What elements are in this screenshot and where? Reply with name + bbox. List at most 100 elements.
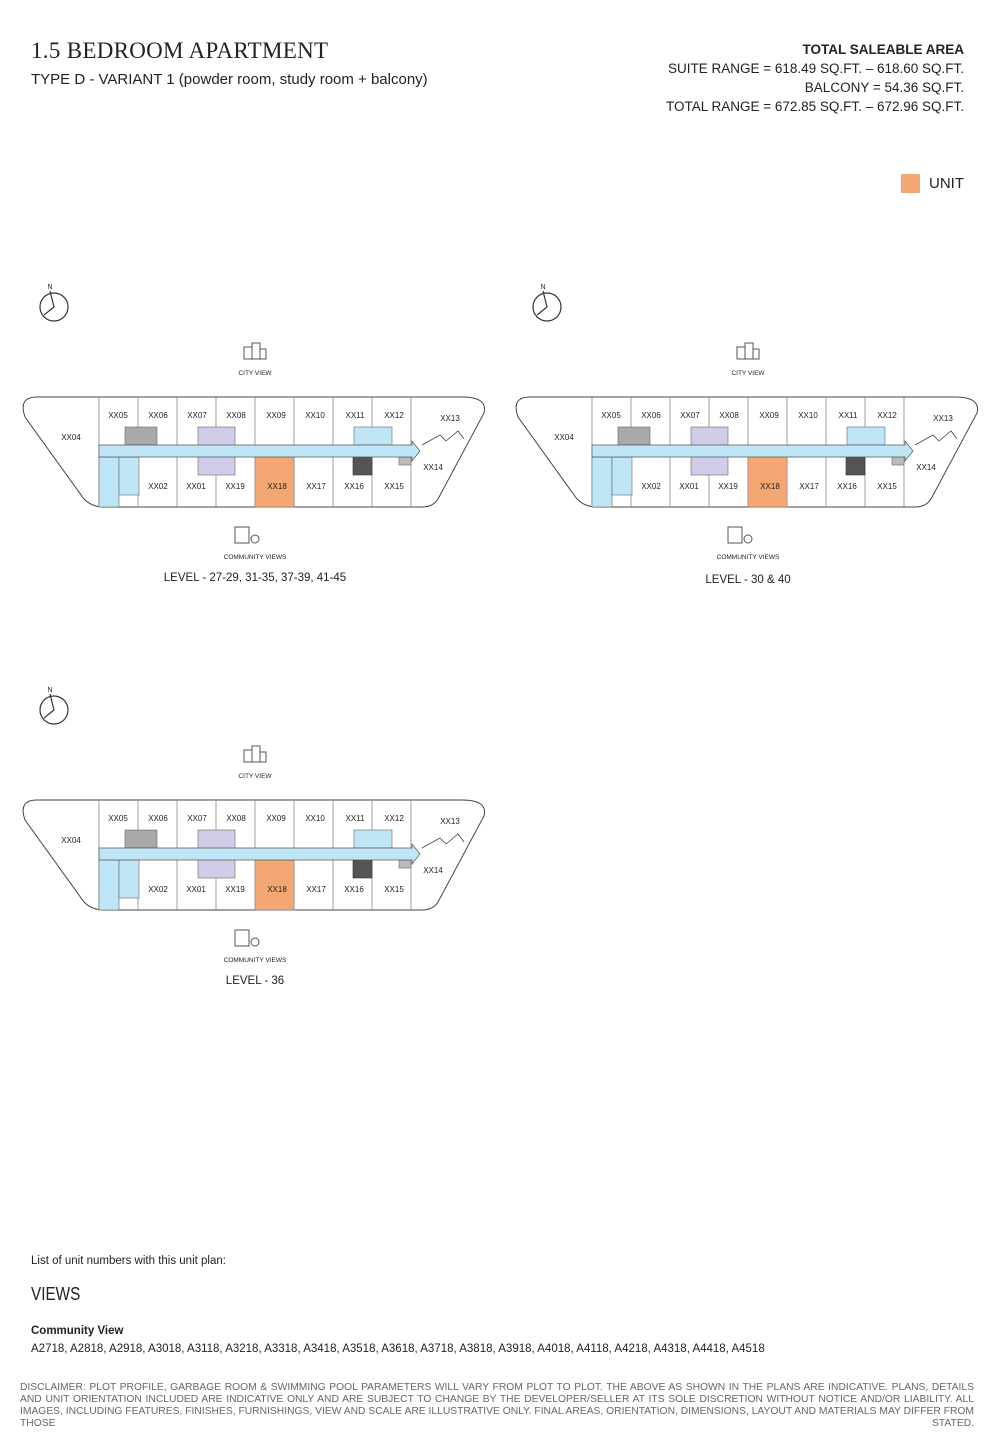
- balcony-area: BALCONY = 54.36 SQ.FT.: [804, 80, 964, 95]
- unit-label: XX15: [877, 482, 897, 491]
- unit-label: XX05: [108, 814, 128, 823]
- tree: [250, 534, 260, 544]
- compass-needle: [43, 693, 55, 719]
- north-label: N: [47, 284, 52, 291]
- building: [234, 929, 250, 947]
- level-label: LEVEL - 30 & 40: [705, 574, 791, 586]
- unit-label: XX01: [679, 482, 699, 491]
- building: [727, 526, 743, 544]
- building: [234, 526, 250, 544]
- unit-label: XX02: [641, 482, 661, 491]
- highlighted-unit: [254, 859, 295, 911]
- unit-label: XX09: [759, 411, 779, 420]
- lift-lobby: [846, 426, 886, 446]
- unit-label: XX12: [384, 411, 404, 420]
- city-view-label: CITY VIEW: [731, 370, 765, 377]
- north-label: N: [47, 687, 52, 694]
- level-label: LEVEL - 27-29, 31-35, 37-39, 41-45: [163, 572, 347, 584]
- shaft: [398, 859, 412, 869]
- stair-core: [591, 456, 613, 508]
- unit-label: XX16: [344, 885, 364, 894]
- balcony-edge: [421, 430, 465, 446]
- community-view-label: COMMUNITY VIEWS: [224, 957, 287, 964]
- unit-label: XX14: [423, 463, 443, 472]
- community-view-label: COMMUNITY VIEWS: [717, 554, 780, 561]
- compass-icon: N: [39, 284, 69, 322]
- city-icon: [243, 745, 267, 763]
- shaft: [398, 456, 412, 466]
- highlighted-unit: [747, 456, 788, 508]
- unit-label: XX14: [423, 866, 443, 875]
- unit-label: XX12: [877, 411, 897, 420]
- legend-label: UNIT: [929, 175, 964, 192]
- service-room: [617, 426, 651, 446]
- unit-label: XX10: [305, 411, 325, 420]
- unit-label: XX06: [148, 411, 168, 420]
- building: [744, 342, 754, 360]
- suite-range: SUITE RANGE = 618.49 SQ.FT. – 618.60 SQ.…: [668, 61, 964, 76]
- unit-label: XX18: [760, 482, 780, 491]
- building: [736, 346, 746, 360]
- building: [259, 751, 267, 763]
- unit-list-label: List of unit numbers with this unit plan…: [31, 1255, 226, 1267]
- page-title: 1.5 BEDROOM APARTMENT: [31, 38, 329, 63]
- building: [243, 346, 253, 360]
- compass-needle: [536, 290, 548, 316]
- garbage-room: [845, 456, 866, 476]
- compass-icon: N: [39, 687, 69, 725]
- compass-circle: [532, 292, 562, 322]
- north-label: N: [540, 284, 545, 291]
- unit-label: XX04: [554, 433, 574, 442]
- unit-label: XX17: [306, 482, 326, 491]
- tree: [250, 937, 260, 947]
- unit-label: XX08: [719, 411, 739, 420]
- compass-icon: N: [532, 284, 562, 322]
- page-subtitle: TYPE D - VARIANT 1 (powder room, study r…: [31, 71, 428, 88]
- unit-label: XX02: [148, 482, 168, 491]
- unit-label: XX09: [266, 814, 286, 823]
- city-view-label: CITY VIEW: [238, 773, 272, 780]
- garbage-room: [352, 859, 373, 879]
- unit-label: XX01: [186, 482, 206, 491]
- unit-label: XX19: [225, 482, 245, 491]
- unit-label: XX16: [837, 482, 857, 491]
- city-view-label: CITY VIEW: [238, 370, 272, 377]
- community-icon: [727, 526, 753, 544]
- unit-label: XX08: [226, 411, 246, 420]
- shaft: [891, 456, 905, 466]
- unit-label: XX18: [267, 482, 287, 491]
- unit-label: XX10: [798, 411, 818, 420]
- unit-numbers: A2718, A2818, A2918, A3018, A3118, A3218…: [31, 1343, 765, 1355]
- unit-label: XX04: [61, 433, 81, 442]
- corridor: [591, 440, 914, 462]
- unit-label: XX01: [186, 885, 206, 894]
- corridor: [98, 843, 421, 865]
- service-room: [124, 829, 158, 849]
- unit-label: XX19: [718, 482, 738, 491]
- unit-label: XX13: [440, 414, 460, 423]
- city-icon: [736, 342, 760, 360]
- lift-lobby: [353, 829, 393, 849]
- area-summary: TOTAL SALEABLE AREA SUITE RANGE = 618.49…: [666, 40, 964, 116]
- unit-label: XX11: [346, 411, 366, 420]
- balcony-edge: [421, 833, 465, 849]
- stair-core: [611, 456, 633, 496]
- unit-label: XX08: [226, 814, 246, 823]
- corridor: [98, 440, 421, 462]
- total-range: TOTAL RANGE = 672.85 SQ.FT. – 672.96 SQ.…: [665, 99, 964, 114]
- lift-lobby: [353, 426, 393, 446]
- unit-label: XX10: [305, 814, 325, 823]
- city-icon: [243, 342, 267, 360]
- unit-label: XX09: [266, 411, 286, 420]
- compass-circle: [39, 695, 69, 725]
- unit-label: XX02: [148, 885, 168, 894]
- compass-needle: [43, 290, 55, 316]
- unit-label: XX05: [601, 411, 621, 420]
- unit-label: XX06: [148, 814, 168, 823]
- garbage-room: [352, 456, 373, 476]
- highlighted-unit: [254, 456, 295, 508]
